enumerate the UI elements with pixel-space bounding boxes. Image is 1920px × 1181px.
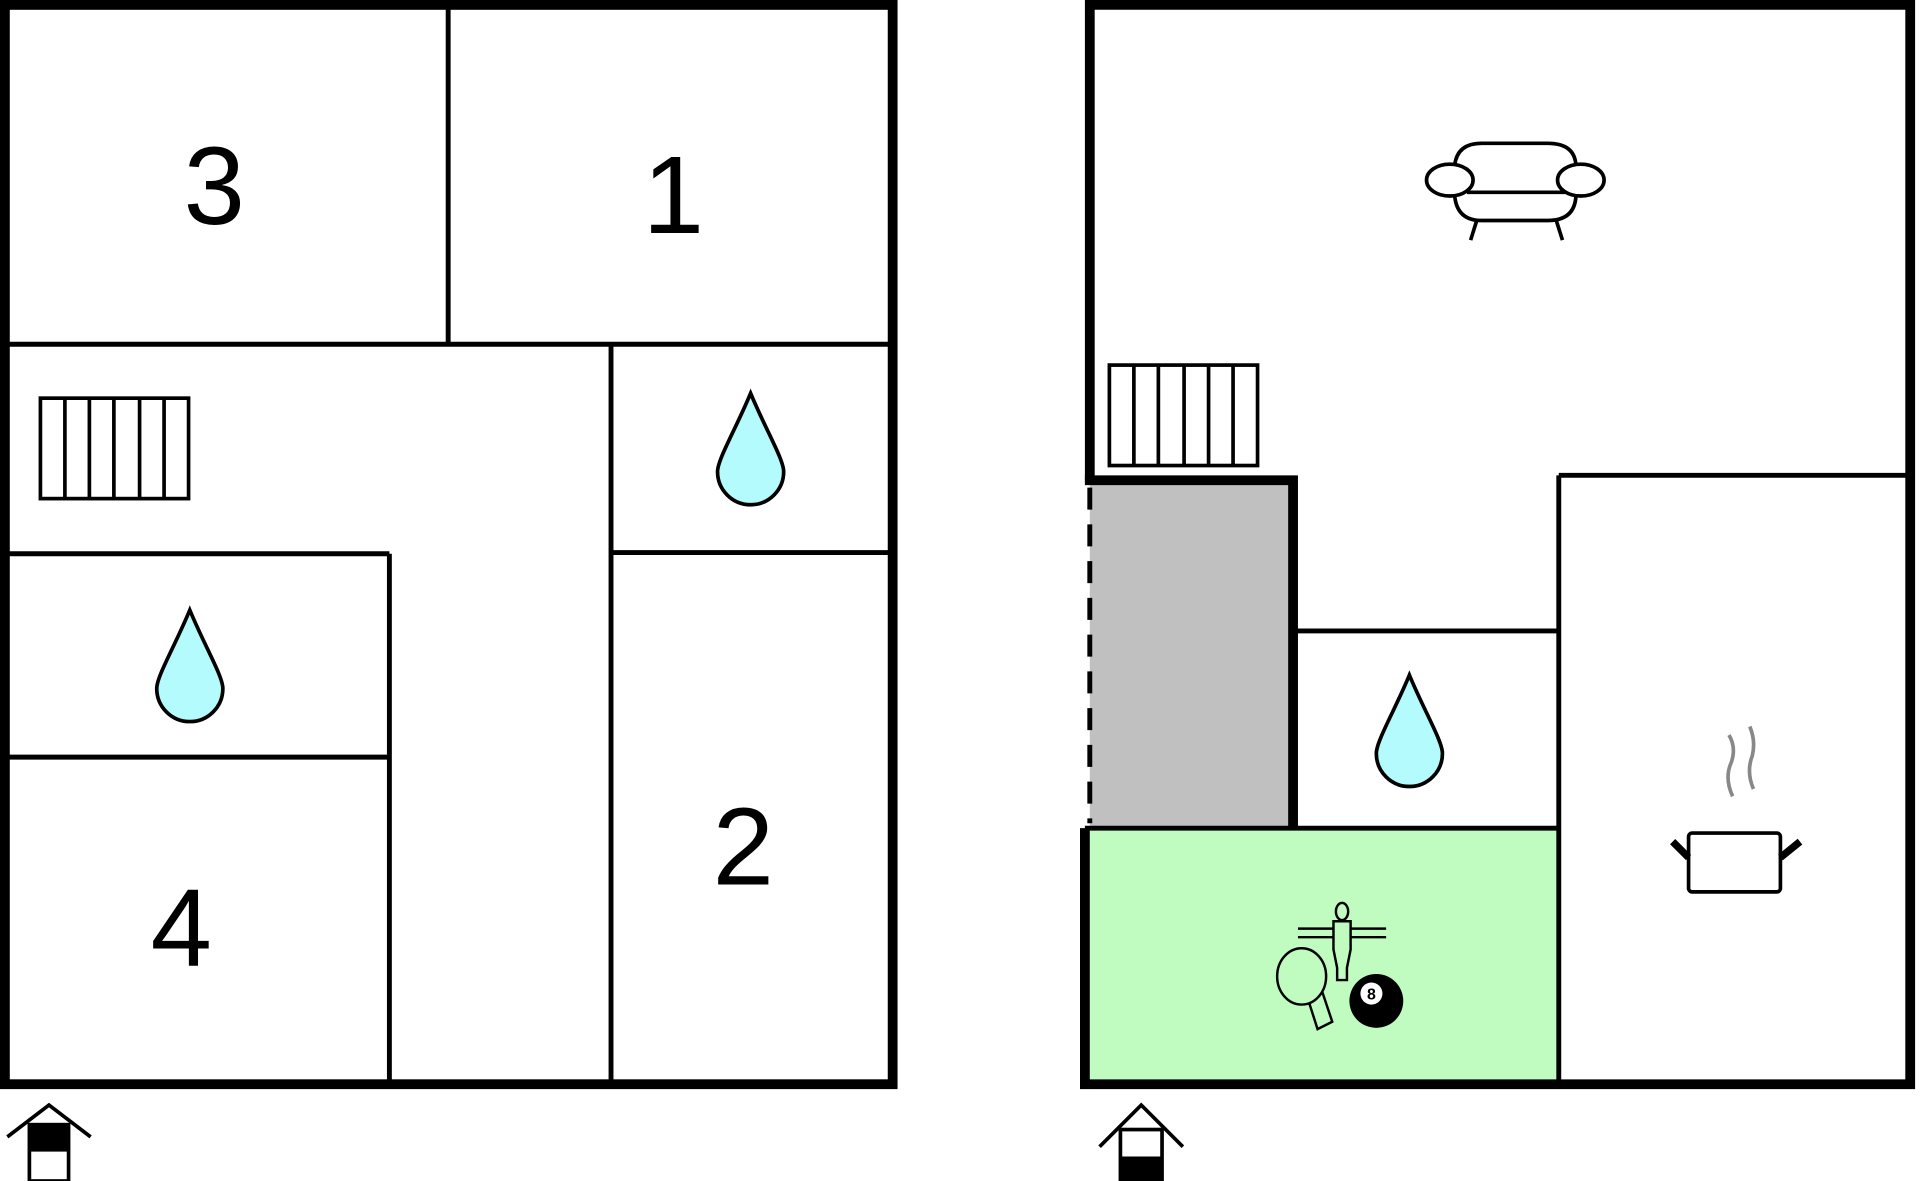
- cooking-pot-icon: [1670, 725, 1803, 894]
- water-drop-icon: [715, 388, 786, 507]
- room-number-3: 3: [184, 125, 245, 248]
- utility-area[interactable]: [1089, 482, 1294, 829]
- ping-pong-paddle-icon: [1275, 947, 1334, 1031]
- room-number-1: 1: [643, 134, 704, 257]
- room-1[interactable]: 1: [643, 134, 704, 257]
- outer-wall: [1080, 0, 1916, 1090]
- right-floor-plan: 8: [1080, 0, 1916, 1181]
- left-floor-plan: 3 1 2 4: [0, 0, 898, 1181]
- games-icon: 8: [1275, 901, 1404, 1031]
- billiard-ball-number: 8: [1367, 987, 1376, 1004]
- billiard-ball-icon: 8: [1349, 973, 1404, 1028]
- water-drop-icon: [1374, 670, 1445, 789]
- stairs-icon: [1107, 363, 1260, 468]
- entrance-arrow-icon: [1098, 1102, 1185, 1181]
- room-number-4: 4: [151, 866, 212, 989]
- entrance-arrow-icon: [6, 1102, 92, 1181]
- game-room[interactable]: [1089, 828, 1559, 1085]
- interior-walls: [1084, 472, 1911, 1085]
- water-drop-icon: [154, 605, 225, 724]
- stairs-icon: [38, 396, 191, 501]
- room-4[interactable]: 4: [151, 866, 212, 989]
- room-2[interactable]: 2: [713, 786, 774, 909]
- foosball-figure-icon: [1297, 901, 1387, 982]
- room-number-2: 2: [713, 786, 774, 909]
- room-3[interactable]: 3: [184, 125, 245, 248]
- interior-walls: [4, 4, 893, 1085]
- sofa-icon: [1424, 141, 1606, 241]
